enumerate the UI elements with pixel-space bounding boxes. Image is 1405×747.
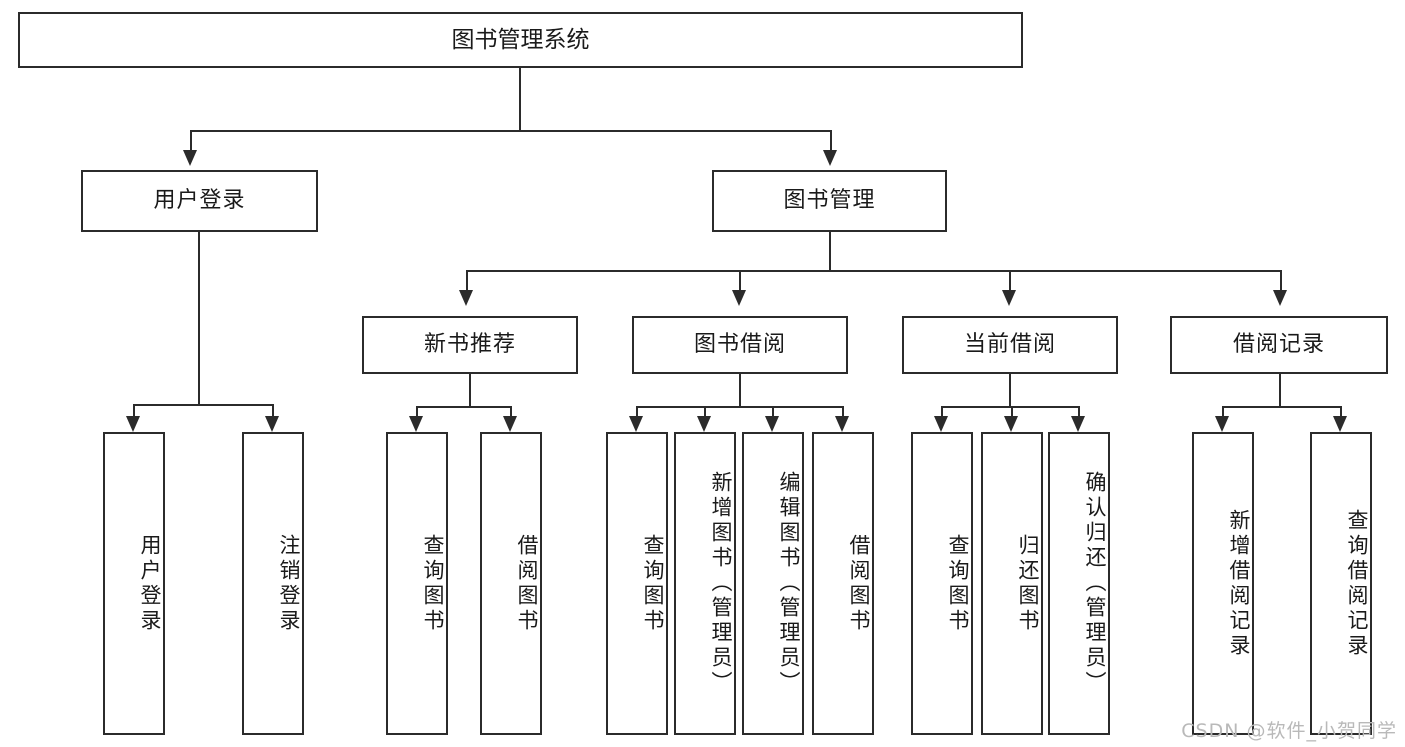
connector-level2-bus <box>190 130 831 132</box>
node-label: 查询借阅记录 <box>1345 508 1369 659</box>
node-label: 编辑图书（管理员） <box>777 471 801 696</box>
connector-book-borrow-stem <box>739 374 741 406</box>
connector-book-manage-stem <box>829 232 831 270</box>
node-label: 归还图书 <box>1016 533 1040 634</box>
node-book-management[interactable]: 图书管理 <box>712 170 947 232</box>
node-leaf-edit-book[interactable]: 编辑图书（管理员） <box>742 432 804 735</box>
connector-to-current-borrow <box>1009 270 1011 292</box>
node-user-login[interactable]: 用户登录 <box>81 170 318 232</box>
node-leaf-query-book-1[interactable]: 查询图书 <box>386 432 448 735</box>
connector-to-book-borrow <box>739 270 741 292</box>
node-label: 图书管理 <box>783 188 876 214</box>
node-label: 借阅图书 <box>515 533 539 634</box>
node-leaf-borrow-book-1[interactable]: 借阅图书 <box>480 432 542 735</box>
node-label: 查询图书 <box>946 533 970 634</box>
node-label: 图书借阅 <box>693 332 786 358</box>
arrow-leaf-edit-book <box>765 416 779 432</box>
node-leaf-add-record[interactable]: 新增借阅记录 <box>1192 432 1254 735</box>
node-leaf-add-book[interactable]: 新增图书（管理员） <box>674 432 736 735</box>
arrow-to-book-manage <box>823 150 837 166</box>
connector-book-borrow-drop-2 <box>704 406 706 418</box>
connector-new-book-stem <box>469 374 471 406</box>
connector-user-login-left-drop <box>133 404 135 418</box>
connector-current-borrow-drop-1 <box>941 406 943 418</box>
arrow-to-book-borrow <box>732 290 746 306</box>
connector-current-borrow-stem <box>1009 374 1011 406</box>
arrow-leaf-query-book-3 <box>934 416 948 432</box>
node-leaf-borrow-book-2[interactable]: 借阅图书 <box>812 432 874 735</box>
arrow-leaf-borrow-book-1 <box>503 416 517 432</box>
node-borrow-record[interactable]: 借阅记录 <box>1170 316 1388 374</box>
arrow-to-current-borrow <box>1002 290 1016 306</box>
node-label: 用户登录 <box>138 533 162 634</box>
connector-current-borrow-drop-2 <box>1011 406 1013 418</box>
node-new-book-recommend[interactable]: 新书推荐 <box>362 316 578 374</box>
connector-user-login-right-drop <box>272 404 274 418</box>
connector-to-borrow-record <box>1280 270 1282 292</box>
connector-borrow-record-bus <box>1222 406 1341 408</box>
node-leaf-query-book-3[interactable]: 查询图书 <box>911 432 973 735</box>
connector-current-borrow-bus <box>941 406 1079 408</box>
arrow-leaf-user-login <box>126 416 140 432</box>
connector-to-book-manage <box>830 130 832 152</box>
connector-book-borrow-drop-4 <box>842 406 844 418</box>
connector-book-borrow-drop-3 <box>772 406 774 418</box>
arrow-leaf-add-record <box>1215 416 1229 432</box>
arrow-leaf-query-book-2 <box>629 416 643 432</box>
connector-level3-bus <box>466 270 1280 272</box>
connector-to-user-login <box>190 130 192 152</box>
node-book-borrow[interactable]: 图书借阅 <box>632 316 848 374</box>
node-label: 图书管理系统 <box>451 26 590 53</box>
node-leaf-query-record[interactable]: 查询借阅记录 <box>1310 432 1372 735</box>
node-label: 新增图书（管理员） <box>709 471 733 696</box>
arrow-leaf-borrow-book-2 <box>835 416 849 432</box>
arrow-leaf-add-book <box>697 416 711 432</box>
connector-new-book-drop-2 <box>510 406 512 418</box>
node-label: 查询图书 <box>421 533 445 634</box>
connector-book-borrow-bus <box>636 406 843 408</box>
node-leaf-return-book[interactable]: 归还图书 <box>981 432 1043 735</box>
node-root-book-management-system[interactable]: 图书管理系统 <box>18 12 1023 68</box>
node-label: 查询图书 <box>641 533 665 634</box>
node-leaf-user-login[interactable]: 用户登录 <box>103 432 165 735</box>
node-label: 确认归还（管理员） <box>1083 471 1107 696</box>
node-label: 新书推荐 <box>423 332 516 358</box>
arrow-to-borrow-record <box>1273 290 1287 306</box>
connector-borrow-record-drop-1 <box>1222 406 1224 418</box>
node-leaf-user-logout[interactable]: 注销登录 <box>242 432 304 735</box>
arrow-leaf-user-logout <box>265 416 279 432</box>
node-label: 当前借阅 <box>963 332 1056 358</box>
arrow-leaf-confirm-return <box>1071 416 1085 432</box>
connector-to-new-book <box>466 270 468 292</box>
node-label: 借阅图书 <box>847 533 871 634</box>
connector-borrow-record-drop-2 <box>1340 406 1342 418</box>
arrow-to-user-login <box>183 150 197 166</box>
connector-new-book-bus <box>416 406 511 408</box>
connector-borrow-record-stem <box>1279 374 1281 406</box>
connector-user-login-bus <box>133 404 274 406</box>
connector-new-book-drop-1 <box>416 406 418 418</box>
connector-user-login-stem <box>198 232 200 404</box>
node-label: 用户登录 <box>153 188 246 214</box>
node-label: 新增借阅记录 <box>1227 508 1251 659</box>
node-leaf-confirm-return[interactable]: 确认归还（管理员） <box>1048 432 1110 735</box>
node-label: 注销登录 <box>277 533 301 634</box>
arrow-leaf-query-book-1 <box>409 416 423 432</box>
connector-current-borrow-drop-3 <box>1078 406 1080 418</box>
arrow-leaf-query-record <box>1333 416 1347 432</box>
connector-root-stem <box>519 68 521 130</box>
node-leaf-query-book-2[interactable]: 查询图书 <box>606 432 668 735</box>
arrow-to-new-book-recommend <box>459 290 473 306</box>
node-current-borrow[interactable]: 当前借阅 <box>902 316 1118 374</box>
node-label: 借阅记录 <box>1232 332 1325 358</box>
arrow-leaf-return-book <box>1004 416 1018 432</box>
connector-book-borrow-drop-1 <box>636 406 638 418</box>
